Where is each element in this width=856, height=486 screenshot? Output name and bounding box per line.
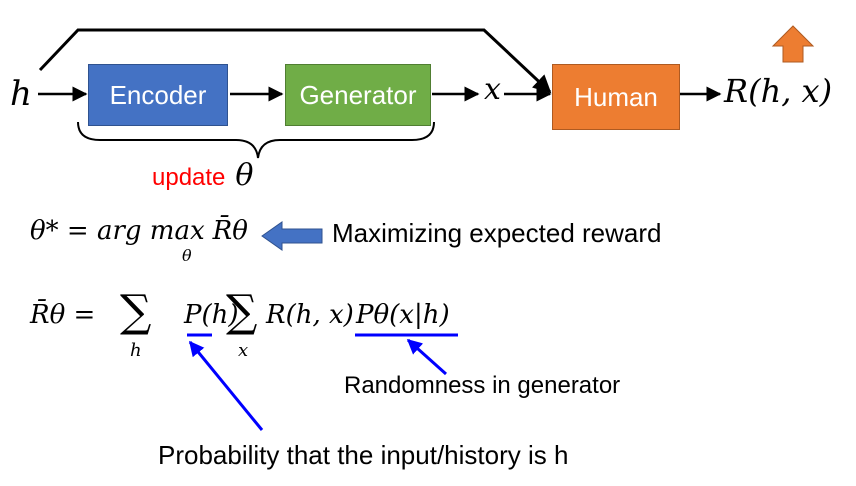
sum-h-index: h xyxy=(130,340,142,361)
generator-box: Generator xyxy=(285,64,431,126)
note-generator-randomness: Randomness in generator xyxy=(344,372,621,399)
blue-left-arrow xyxy=(261,221,323,251)
human-box: Human xyxy=(552,64,680,130)
output-symbol-x: x xyxy=(484,72,501,107)
sum-h-symbol: ∑ xyxy=(120,286,152,337)
reward-label: R(h, x) xyxy=(724,72,833,110)
update-theta: θ xyxy=(235,158,254,193)
curly-brace xyxy=(77,121,435,159)
objective-note: Maximizing expected reward xyxy=(332,218,662,248)
reward-increase-up-arrow xyxy=(771,25,815,63)
pointer-generator-note xyxy=(406,338,448,376)
term-ph: P(h) xyxy=(184,300,239,330)
pointer-input-note xyxy=(188,340,264,431)
objective-rhs: R̄θ xyxy=(212,216,248,246)
bypass-path-h-to-human xyxy=(38,28,552,94)
input-symbol-h: h xyxy=(10,74,32,114)
term-rhx: R(h, x) xyxy=(266,300,354,330)
objective-lhs: θ* = arg max xyxy=(30,216,205,246)
term-ptheta: Pθ(x|h) xyxy=(356,300,450,330)
encoder-box: Encoder xyxy=(88,64,228,126)
update-word: update xyxy=(152,164,226,191)
objective-equation: θ* = arg max R̄θ xyxy=(30,216,248,246)
sum-x-index: x xyxy=(238,340,249,361)
sum-x-symbol: ∑ xyxy=(226,286,258,337)
objective-sub-theta: θ xyxy=(182,246,192,265)
expected-lhs: R̄θ = xyxy=(30,300,96,330)
note-input-probability: Probability that the input/history is h xyxy=(158,440,569,470)
update-label: update θ xyxy=(152,158,253,193)
